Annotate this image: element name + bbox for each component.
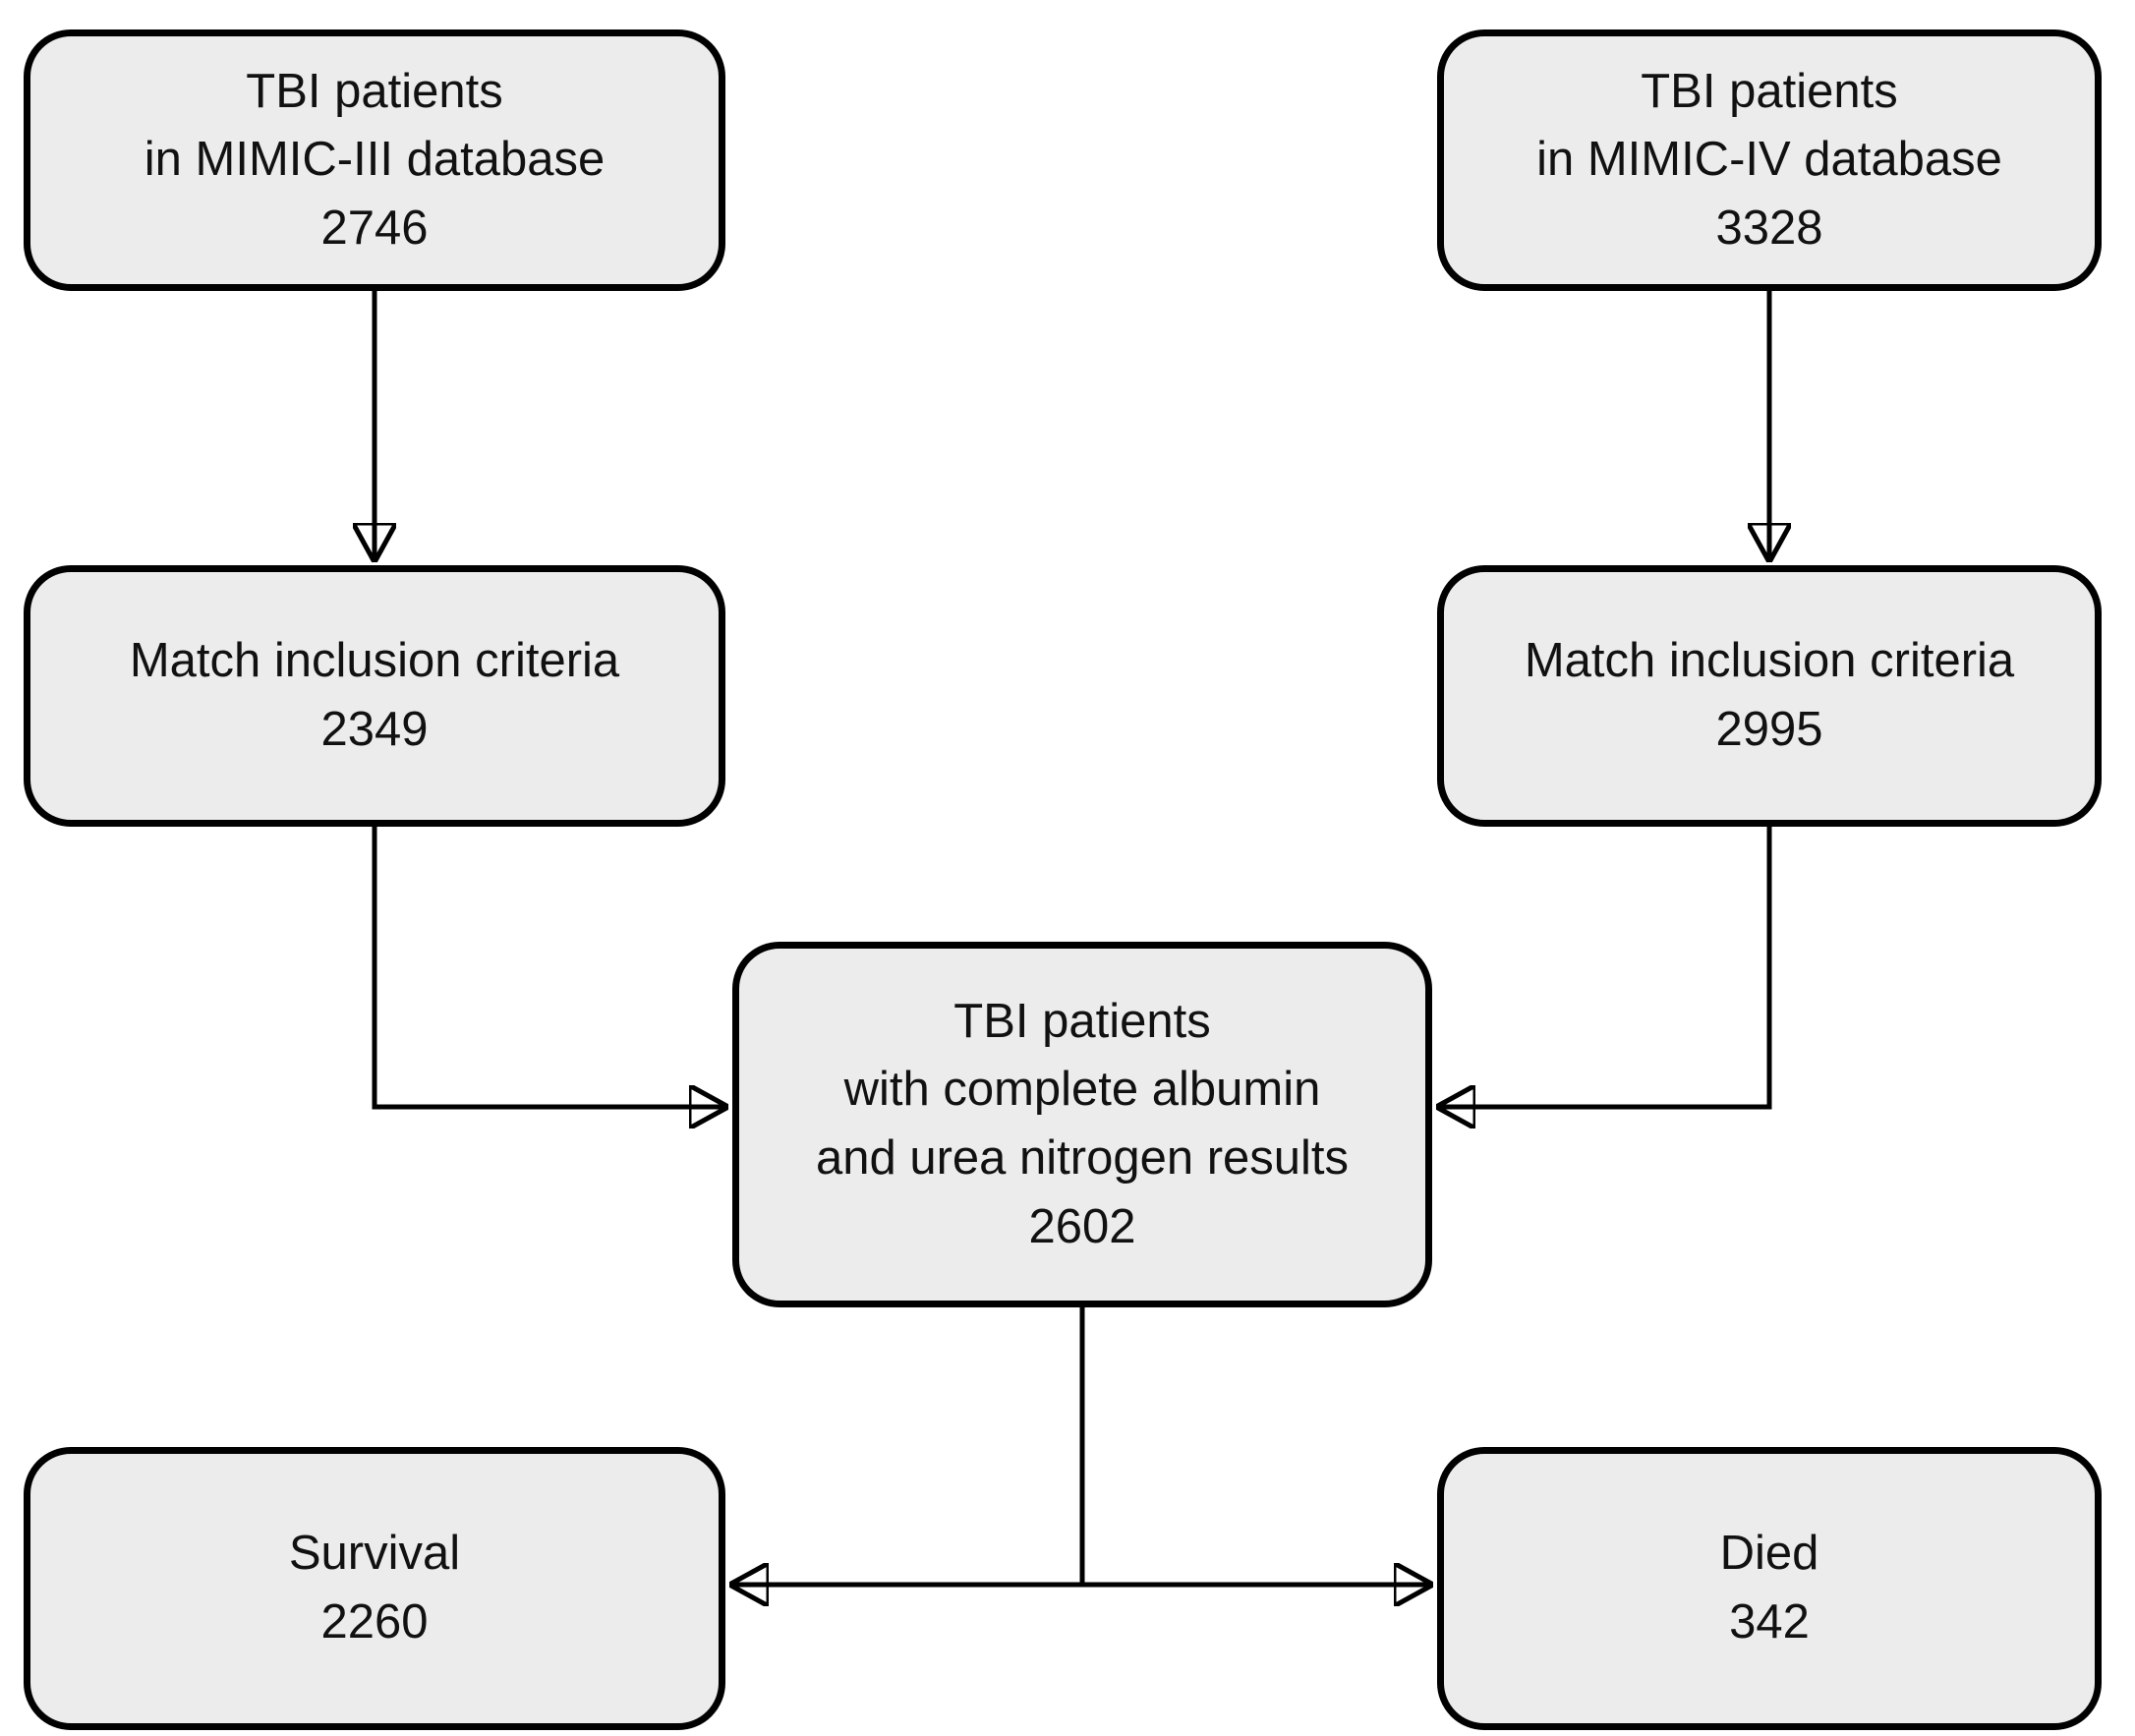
node-died: Died 342 <box>1437 1447 2102 1730</box>
node-inclusion-criteria-mimic4: Match inclusion criteria 2995 <box>1437 565 2102 827</box>
node-complete-results: TBI patients with complete albumin and u… <box>732 942 1432 1307</box>
node-count: 3328 <box>1715 201 1823 255</box>
node-count: 2746 <box>320 201 429 255</box>
node-count: 2349 <box>320 703 429 756</box>
node-survival: Survival 2260 <box>24 1447 725 1730</box>
node-label: Survival <box>288 1527 461 1581</box>
node-inclusion-criteria-mimic3: Match inclusion criteria 2349 <box>24 565 725 827</box>
arrow-criteria4-to-complete <box>1436 827 1772 1107</box>
node-label: TBI patients in MIMIC-III database <box>144 64 606 187</box>
arrow-criteria3-to-complete <box>372 827 728 1107</box>
node-label: Match inclusion criteria <box>1524 634 2015 688</box>
node-label: TBI patients in MIMIC-IV database <box>1536 64 2002 187</box>
node-label: Match inclusion criteria <box>129 634 620 688</box>
node-count: 2995 <box>1715 703 1823 756</box>
node-count: 2260 <box>320 1595 429 1649</box>
node-label: TBI patients with complete albumin and u… <box>815 994 1350 1185</box>
node-label: Died <box>1719 1527 1819 1581</box>
node-tbi-mimic3: TBI patients in MIMIC-III database 2746 <box>24 29 725 291</box>
node-count: 342 <box>1729 1595 1810 1649</box>
node-tbi-mimic4: TBI patients in MIMIC-IV database 3328 <box>1437 29 2102 291</box>
node-count: 2602 <box>1028 1199 1136 1253</box>
